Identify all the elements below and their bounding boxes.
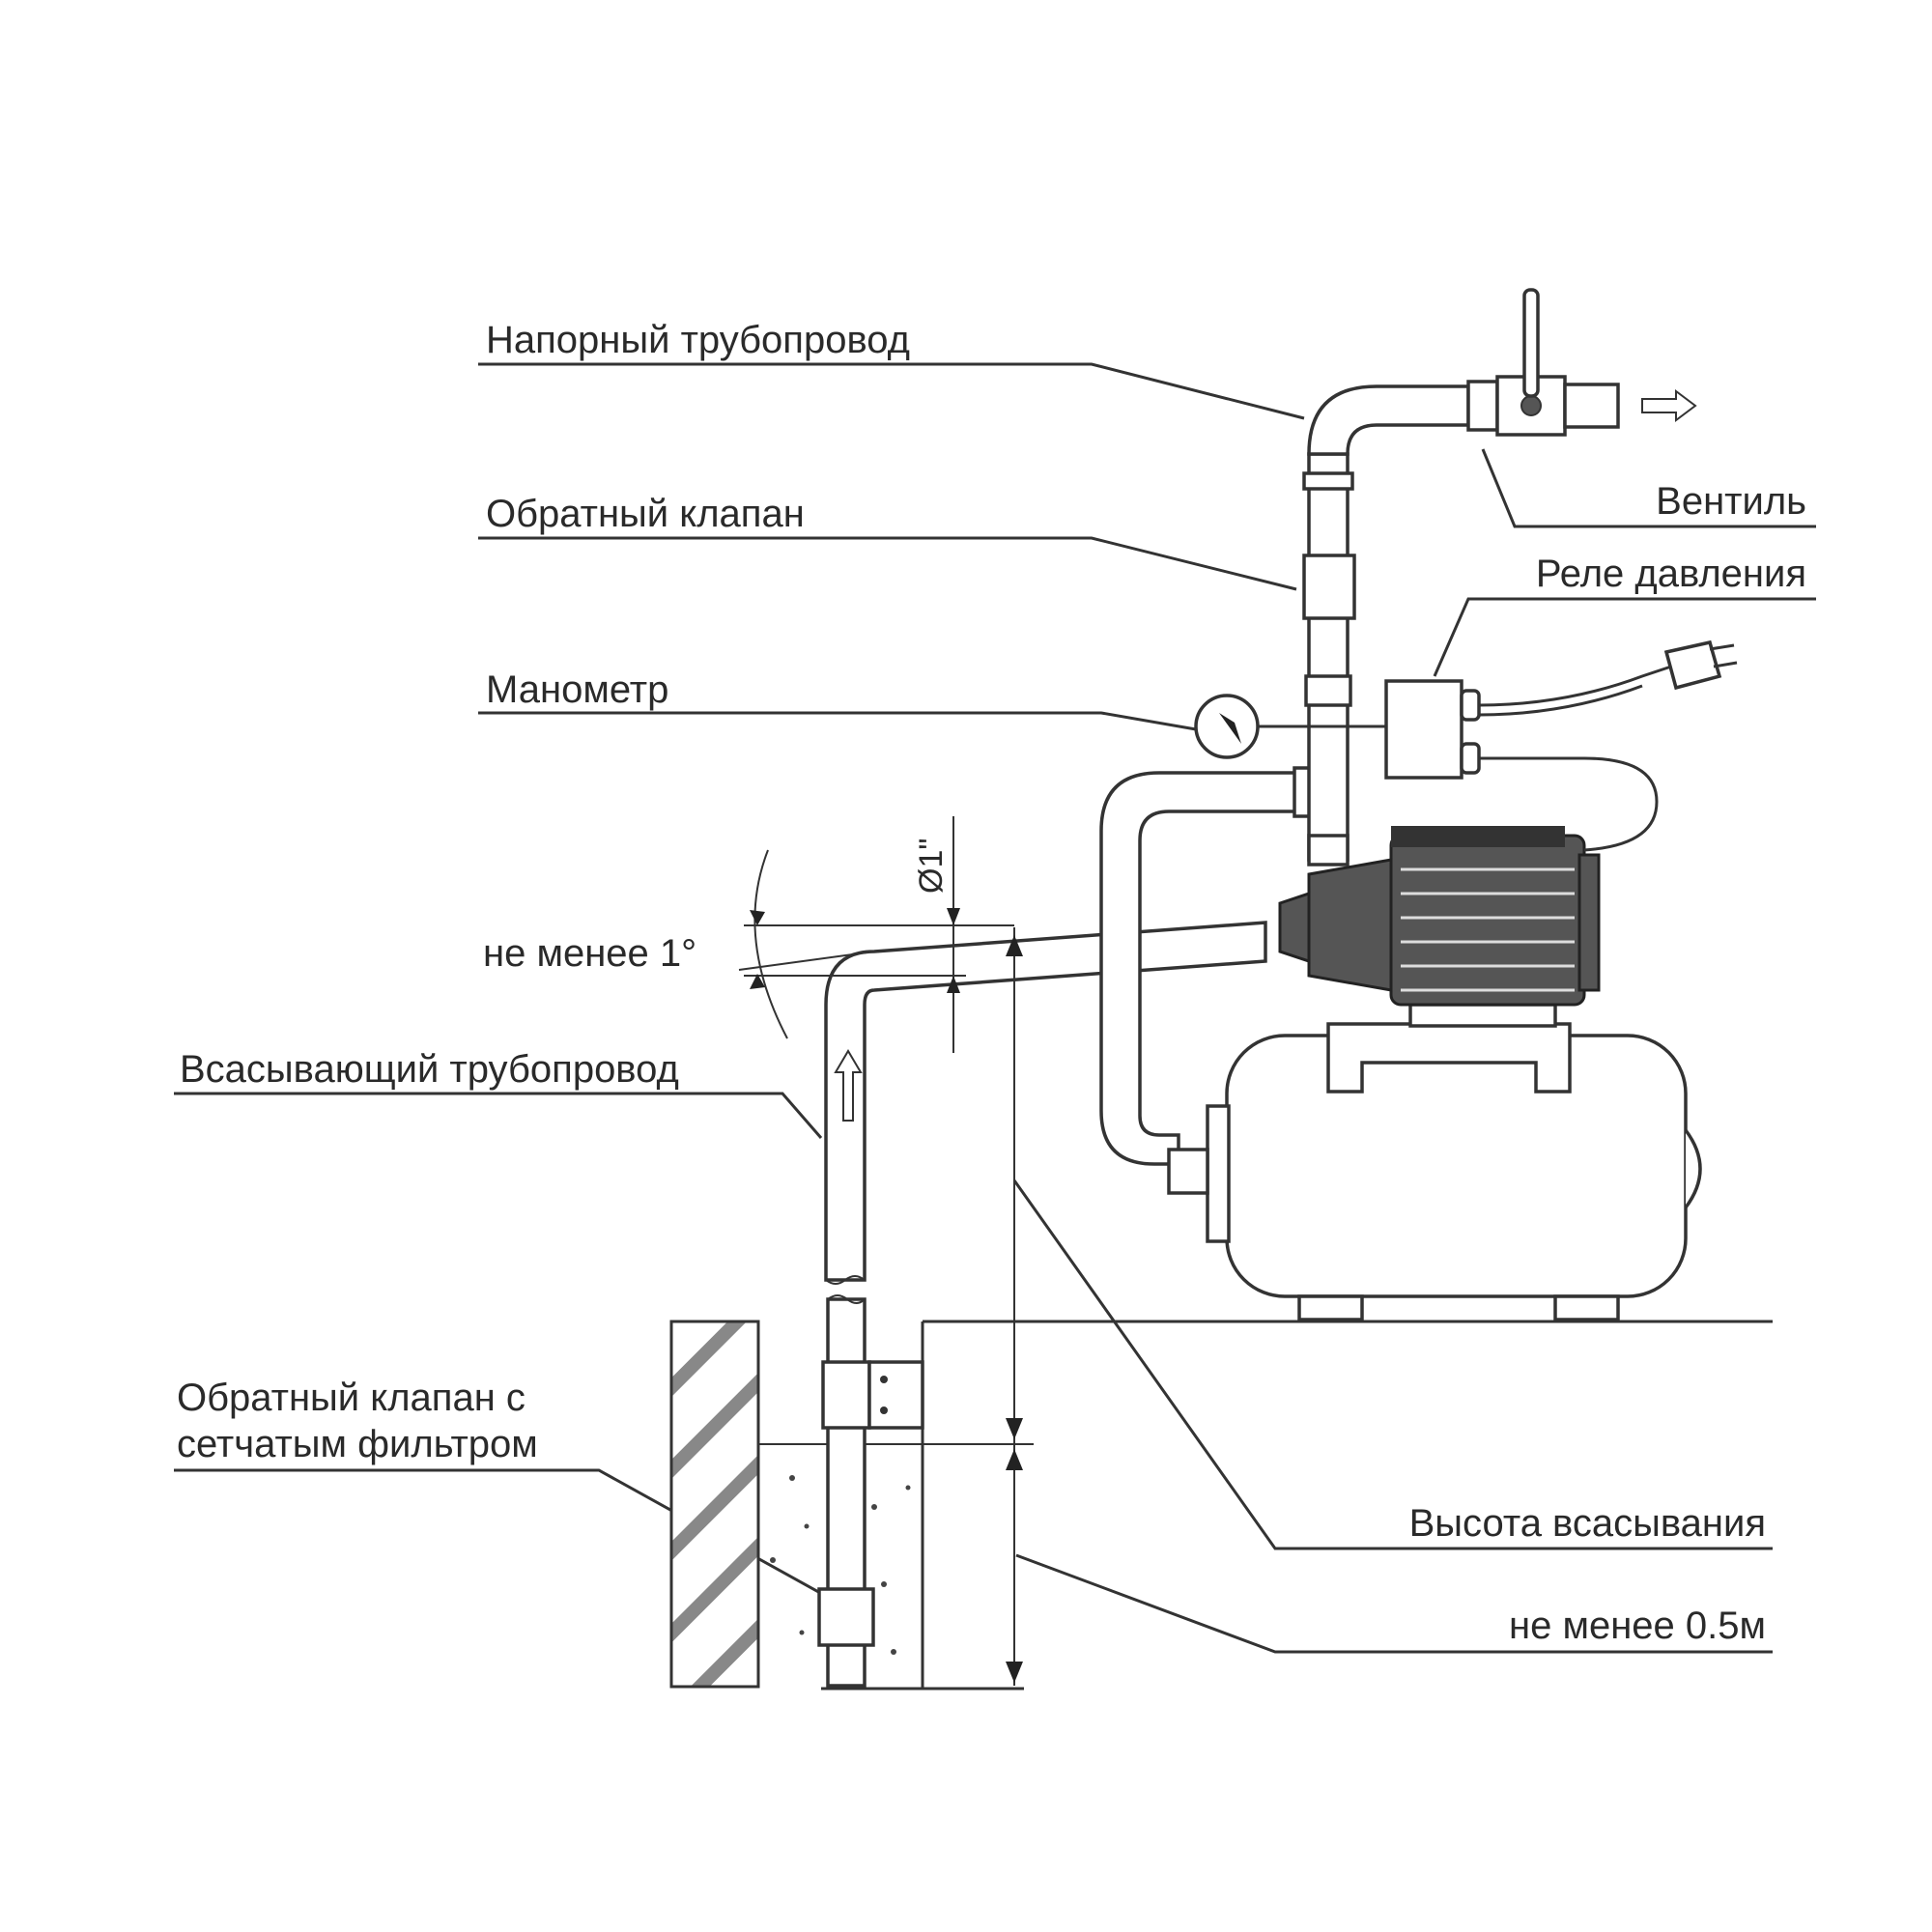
- leader-check-valve: [478, 536, 1297, 591]
- plug-icon: [1663, 639, 1722, 691]
- check-valve: [1302, 554, 1356, 620]
- label-pressure-switch: Реле давления: [1536, 553, 1806, 595]
- label-suction-height: Высота всасывания: [1409, 1502, 1766, 1545]
- label-diameter: Ø1": [913, 838, 950, 894]
- leader-suction-pipe: [174, 1092, 823, 1139]
- label-suction-pipe: Всасывающий трубопровод: [180, 1048, 679, 1091]
- water-texture: [770, 1475, 911, 1655]
- label-valve: Вентиль: [1656, 480, 1806, 523]
- flow-arrow-icon: [834, 1049, 863, 1122]
- label-pressure-gauge: Манометр: [486, 668, 668, 711]
- leader-suction-height: [1012, 1179, 1773, 1550]
- label-pressure-pipe: Напорный трубопровод: [486, 319, 910, 361]
- foot-valve: [817, 1587, 875, 1647]
- well-wall-block: [669, 1320, 760, 1689]
- discharge-assembly: [1099, 288, 1697, 1195]
- label-foot-valve-line2: сетчатым фильтром: [177, 1423, 538, 1465]
- leader-pressure-pipe: [478, 362, 1305, 420]
- gauge-needle-icon: [1219, 713, 1241, 744]
- pressure-tank: [1206, 1022, 1702, 1321]
- label-check-valve: Обратный клапан: [486, 493, 805, 535]
- pressure-gauge: [1194, 694, 1260, 759]
- pressure-switch: [1384, 639, 1738, 852]
- label-min-depth: не менее 0.5м: [1509, 1605, 1766, 1647]
- suction-pipe: [817, 921, 1267, 1688]
- valve-handle: [1522, 288, 1540, 398]
- outlet-arrow-icon: [1641, 389, 1697, 422]
- leader-min-depth: [1015, 1553, 1773, 1654]
- pump-motor: [1278, 826, 1601, 1028]
- label-min-slope: не менее 1°: [483, 932, 696, 975]
- leader-pressure-gauge: [478, 711, 1197, 731]
- label-foot-valve-line1: Обратный клапан с: [177, 1377, 526, 1419]
- leader-pressure-switch: [1433, 597, 1816, 677]
- dimension-lines: [738, 816, 1034, 1686]
- leader-lines: [174, 362, 1816, 1654]
- leader-valve: [1481, 448, 1816, 528]
